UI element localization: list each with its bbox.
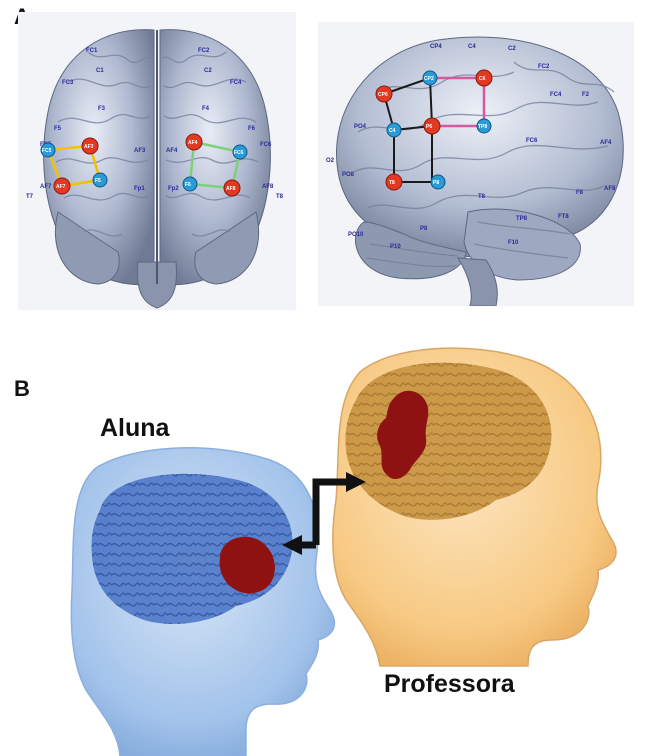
student-head xyxy=(71,448,334,756)
teacher-head xyxy=(333,348,616,666)
